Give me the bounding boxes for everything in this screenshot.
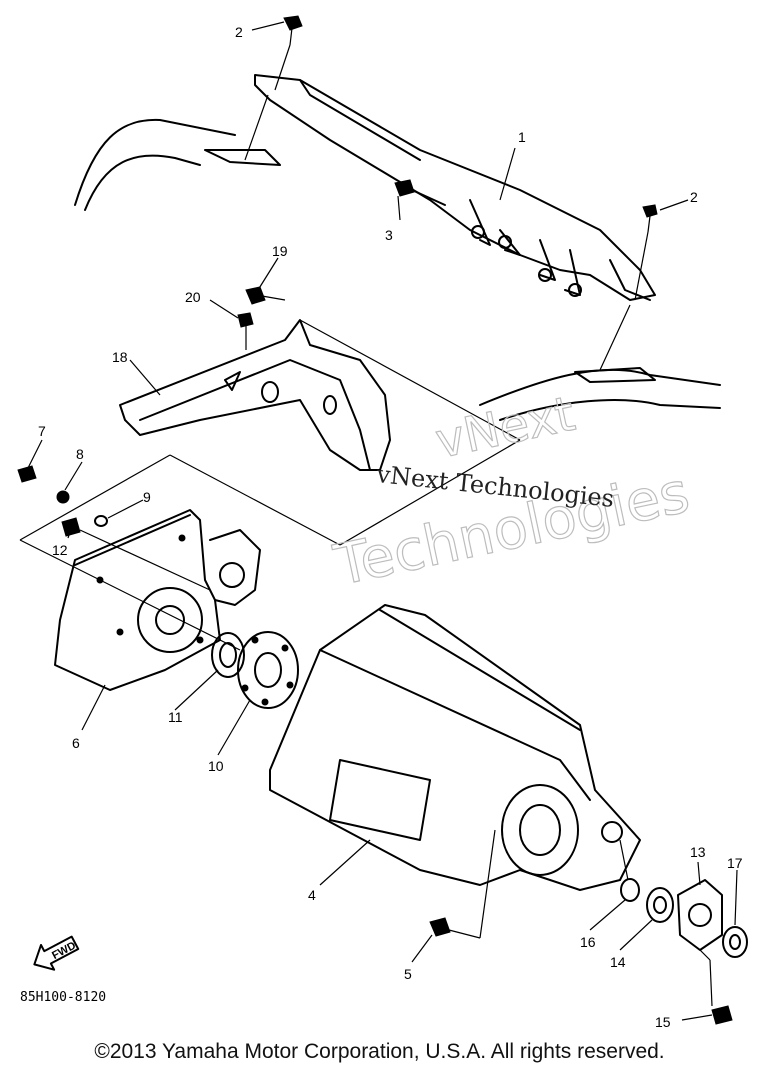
callout-16: 16 — [580, 934, 596, 950]
callout-6: 6 — [72, 735, 80, 751]
callout-13: 13 — [690, 844, 706, 860]
callout-14: 14 — [610, 954, 626, 970]
copyright-notice: ©2013 Yamaha Motor Corporation, U.S.A. A… — [94, 1040, 665, 1063]
watermark: vNext Technologies vNext Technologies — [328, 385, 696, 599]
callout-20: 20 — [185, 289, 201, 305]
callout-19: 19 — [272, 243, 288, 259]
fwd-label: FWD — [50, 940, 78, 962]
callout-4: 4 — [308, 887, 316, 903]
callout-8: 8 — [76, 446, 84, 462]
callout-5: 5 — [404, 966, 412, 982]
callout-12: 12 — [52, 542, 68, 558]
part-17-seal — [722, 926, 748, 958]
frame-rails — [74, 118, 721, 421]
part-4-housing — [269, 604, 641, 891]
callout-labels: 2 1 2 3 19 20 18 7 8 9 12 6 11 10 4 5 16… — [38, 24, 743, 1030]
bolt-19 — [245, 286, 286, 305]
part-1-upper-bracket — [254, 74, 656, 301]
callout-11: 11 — [168, 709, 183, 725]
leader-lines — [27, 21, 738, 1021]
callout-3: 3 — [385, 227, 393, 243]
washer-9 — [94, 515, 108, 527]
part-18-mid-bracket — [119, 319, 391, 471]
bolt-3 — [394, 179, 446, 206]
part-16-washer — [620, 878, 640, 902]
bolt-15 — [709, 959, 733, 1025]
callout-10: 10 — [208, 758, 224, 774]
callout-7: 7 — [38, 423, 46, 439]
bolt-20 — [237, 312, 254, 350]
part-10-hub — [237, 631, 299, 709]
diagram-code: 85H100-8120 — [20, 990, 107, 1005]
part-14-bearing — [646, 887, 674, 923]
bolt-7 — [17, 465, 37, 483]
part-6-side-plate — [54, 509, 261, 691]
callout-1: 1 — [518, 129, 526, 145]
bolt-5 — [429, 917, 481, 939]
nut-8 — [56, 490, 70, 504]
part-11-bearing — [211, 632, 245, 678]
fwd-arrow-icon: FWD — [33, 935, 80, 971]
callout-2b: 2 — [690, 189, 698, 205]
callout-9: 9 — [143, 489, 151, 505]
callout-15: 15 — [655, 1014, 671, 1030]
bolt-2-top — [283, 15, 303, 46]
bolt-12 — [61, 517, 81, 537]
callout-17: 17 — [727, 855, 743, 871]
part-13-flange — [677, 879, 723, 951]
callout-2a: 2 — [235, 24, 243, 40]
guide-lines — [19, 44, 711, 961]
watermark-line1: vNext — [431, 386, 580, 470]
callout-18: 18 — [112, 349, 128, 365]
bolt-2-right — [642, 204, 658, 233]
